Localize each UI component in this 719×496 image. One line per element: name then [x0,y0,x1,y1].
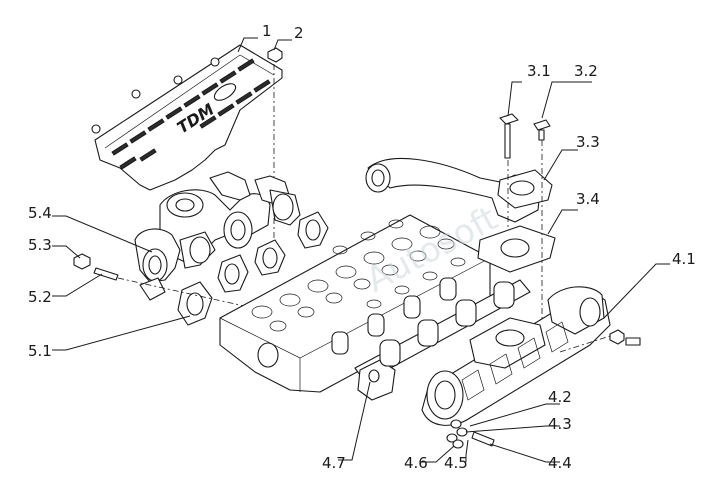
label-3-4: 3.4 [576,190,600,208]
label-3-2: 3.2 [574,62,598,80]
label-5-1: 5.1 [28,342,52,360]
turbo-pipe-assembly [73,171,331,326]
exhaust-gasket [354,279,531,401]
label-4-4: 4.4 [548,454,572,472]
leader-lines [52,37,670,463]
label-4-7: 4.7 [322,454,346,472]
label-4-3: 4.3 [548,415,572,433]
cylinder-head [219,214,491,393]
intake-bolts [499,113,551,330]
exhaust-manifold [421,286,641,449]
shield-bolt [267,47,283,248]
label-4-5: 4.5 [444,454,468,472]
label-4-2: 4.2 [548,388,572,406]
label-5-2: 5.2 [28,288,52,306]
label-4-1: 4.1 [672,250,696,268]
intake-pipe [365,158,556,273]
label-3-1: 3.1 [527,62,551,80]
heat-shield: TDM [91,44,283,191]
label-3-3: 3.3 [576,133,600,151]
label-1: 1 [262,22,272,40]
label-4-6: 4.6 [404,454,428,472]
label-2: 2 [294,24,304,42]
label-5-3: 5.3 [28,236,52,254]
label-5-4: 5.4 [28,204,52,222]
